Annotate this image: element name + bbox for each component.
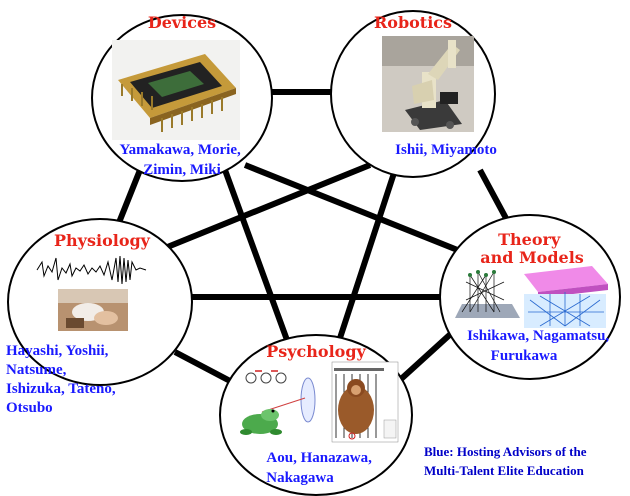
theory-name-line: Furukawa: [491, 348, 558, 364]
legend-note: Blue: Hosting Advisors of the Multi-Tale…: [424, 444, 590, 478]
psychology-name-line: Aou, Hanazawa,: [266, 450, 372, 466]
devices-name-line: Yamakawa, Morie,: [120, 142, 241, 158]
physiology-name-line: Natsume,: [6, 362, 67, 378]
devices-names: Yamakawa, Morie, Zimin, Miki: [120, 142, 245, 178]
connector-devices-psychology: [222, 168, 290, 342]
chip-photo: [112, 40, 240, 140]
physiology-names: Hayashi, Yoshii, Natsume, Ishizuka, Tate…: [6, 343, 119, 416]
robot-arm-photo: [382, 36, 474, 132]
devices-name-line: Zimin, Miki: [143, 162, 221, 178]
monkey-experiment-illustration: [331, 361, 399, 443]
connector-theory-psychology: [397, 327, 458, 383]
node-physiology: Physiology Hayashi, Yoshii, Natsume, Ish…: [6, 218, 193, 416]
theory-title-line: and Models: [480, 248, 584, 267]
physiology-name-line: Ishizuka, Tateno,: [6, 381, 116, 397]
devices-title: Devices: [148, 13, 216, 32]
legend-note-line: Multi-Talent Elite Education: [424, 463, 585, 478]
theory-title-line: Theory: [498, 230, 561, 249]
neural-trace-photo: [35, 255, 151, 285]
physiology-name-line: Otsubo: [6, 400, 53, 416]
network-model-right: [524, 266, 608, 328]
theory-name-line: Ishikawa, Nagamatsu,: [467, 328, 609, 344]
theory-title: Theory and Models: [480, 230, 584, 267]
connectors: [107, 89, 518, 385]
theory-names: Ishikawa, Nagamatsu, Furukawa: [467, 328, 613, 364]
frog-experiment-illustration: [240, 370, 316, 435]
connector-robotics-physiology: [158, 162, 372, 253]
node-robotics: Robotics Ishii, Miyamoto: [330, 10, 497, 178]
lab-animal-photo: [58, 289, 128, 331]
node-theory: Theory and Models: [439, 214, 621, 380]
network-model-left: [452, 268, 522, 322]
connector-devices-theory: [243, 162, 472, 258]
node-devices: Devices Yamakawa, Morie, Zimin, Miki: [91, 13, 273, 182]
physiology-title: Physiology: [54, 231, 151, 250]
node-psychology: Psychology: [219, 334, 413, 496]
physiology-name-line: Hayashi, Yoshii,: [6, 343, 109, 359]
robotics-names: Ishii, Miyamoto: [395, 142, 497, 158]
psychology-title: Psychology: [266, 342, 366, 361]
connector-robotics-psychology: [337, 169, 398, 339]
connector-physiology-psychology: [173, 349, 234, 385]
robotics-title: Robotics: [374, 13, 452, 32]
psychology-names: Aou, Hanazawa, Nakagawa: [266, 450, 375, 486]
legend-note-line: Blue: Hosting Advisors of the: [424, 444, 587, 459]
psychology-name-line: Nakagawa: [266, 470, 334, 486]
